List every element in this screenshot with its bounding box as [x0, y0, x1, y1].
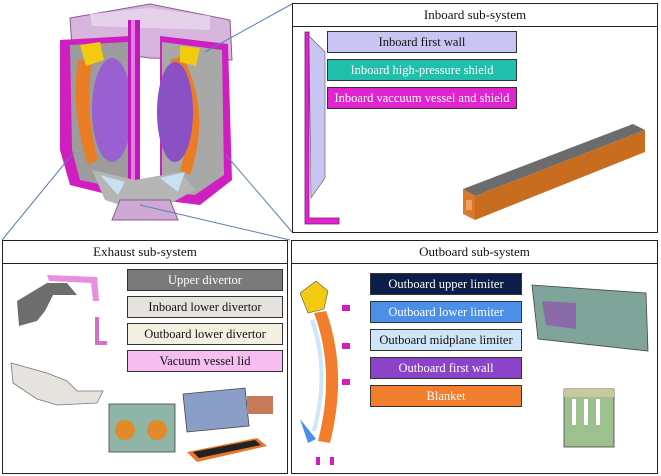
outboard-panel: Outboard sub-system Outboard upper limit…: [291, 240, 658, 474]
outboard-midplane-limiter-label: Outboard midplane limiter: [370, 329, 522, 351]
blanket-label: Blanket: [370, 385, 522, 407]
inboard-shield-block-illustration: [463, 124, 645, 220]
inboard-panel-title: Inboard sub-system: [293, 4, 657, 27]
inboard-vacuum-vessel-label: Inboard vaccuum vessel and shield: [327, 87, 517, 109]
outboard-lower-divertor-label: Outboard lower divertor: [127, 323, 283, 345]
inboard-first-wall-label: Inboard first wall: [327, 31, 517, 53]
upper-divertor-label: Upper divertor: [127, 269, 283, 291]
inboard-profile-illustration: [304, 31, 340, 225]
outboard-panel-title: Outboard sub-system: [292, 241, 657, 264]
inboard-high-pressure-shield-label: Inboard high-pressure shield: [327, 59, 517, 81]
outboard-first-wall-label: Outboard first wall: [370, 357, 522, 379]
inboard-panel: Inboard sub-system Inboard first wall In…: [292, 3, 658, 233]
outboard-lower-limiter-label: Outboard lower limiter: [370, 301, 522, 323]
vacuum-vessel-lid-illustration: [108, 387, 273, 462]
outboard-profile-illustration: [299, 280, 350, 465]
outboard-first-wall-module-illustration: [563, 388, 615, 448]
reactor-cutaway-illustration: [1, 3, 293, 241]
exhaust-panel-title: Exhaust sub-system: [3, 241, 287, 264]
inboard-lower-divertor-label: Inboard lower divertor: [127, 296, 283, 318]
upper-divertor-illustration: [17, 275, 107, 345]
outboard-upper-limiter-label: Outboard upper limiter: [370, 273, 522, 295]
vacuum-vessel-lid-label: Vacuum vessel lid: [127, 350, 283, 372]
exhaust-panel: Exhaust sub-system Upper divertor Inboar…: [2, 240, 288, 474]
outboard-blanket-module-illustration: [531, 284, 649, 352]
inboard-lower-divertor-illustration: [10, 362, 104, 406]
